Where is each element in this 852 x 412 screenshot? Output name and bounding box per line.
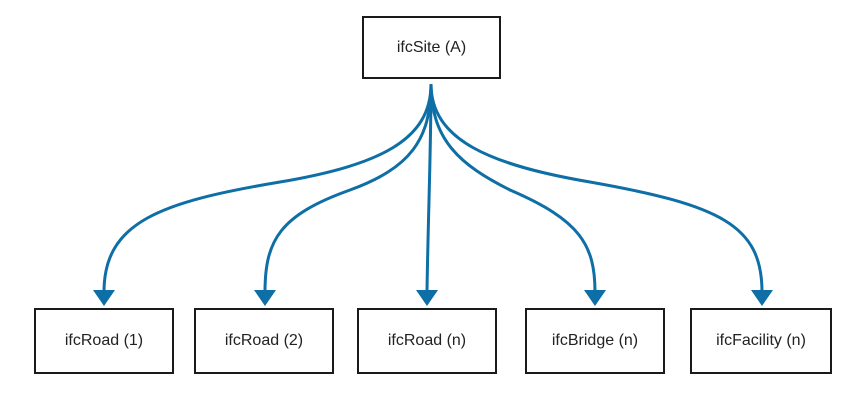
node-ifcsite[interactable]: ifcSite (A) <box>362 16 501 79</box>
edge-root-to-bridge <box>429 83 597 293</box>
edge-root-to-road-2 <box>263 83 433 293</box>
node-ifcbridge[interactable]: ifcBridge (n) <box>525 308 665 374</box>
arrowhead-road-n <box>416 290 438 306</box>
edge-root-to-road-n <box>425 83 433 293</box>
node-ifcfacility[interactable]: ifcFacility (n) <box>690 308 832 374</box>
edge-root-to-facility <box>429 83 764 293</box>
node-ifcroad-2[interactable]: ifcRoad (2) <box>194 308 334 374</box>
arrowhead-road-2 <box>254 290 276 306</box>
arrowhead-road-1 <box>93 290 115 306</box>
node-ifcroad-1[interactable]: ifcRoad (1) <box>34 308 174 374</box>
node-ifcroad-n[interactable]: ifcRoad (n) <box>357 308 497 374</box>
arrowhead-facility <box>751 290 773 306</box>
edge-root-to-road-1 <box>102 83 433 293</box>
arrowhead-bridge <box>584 290 606 306</box>
